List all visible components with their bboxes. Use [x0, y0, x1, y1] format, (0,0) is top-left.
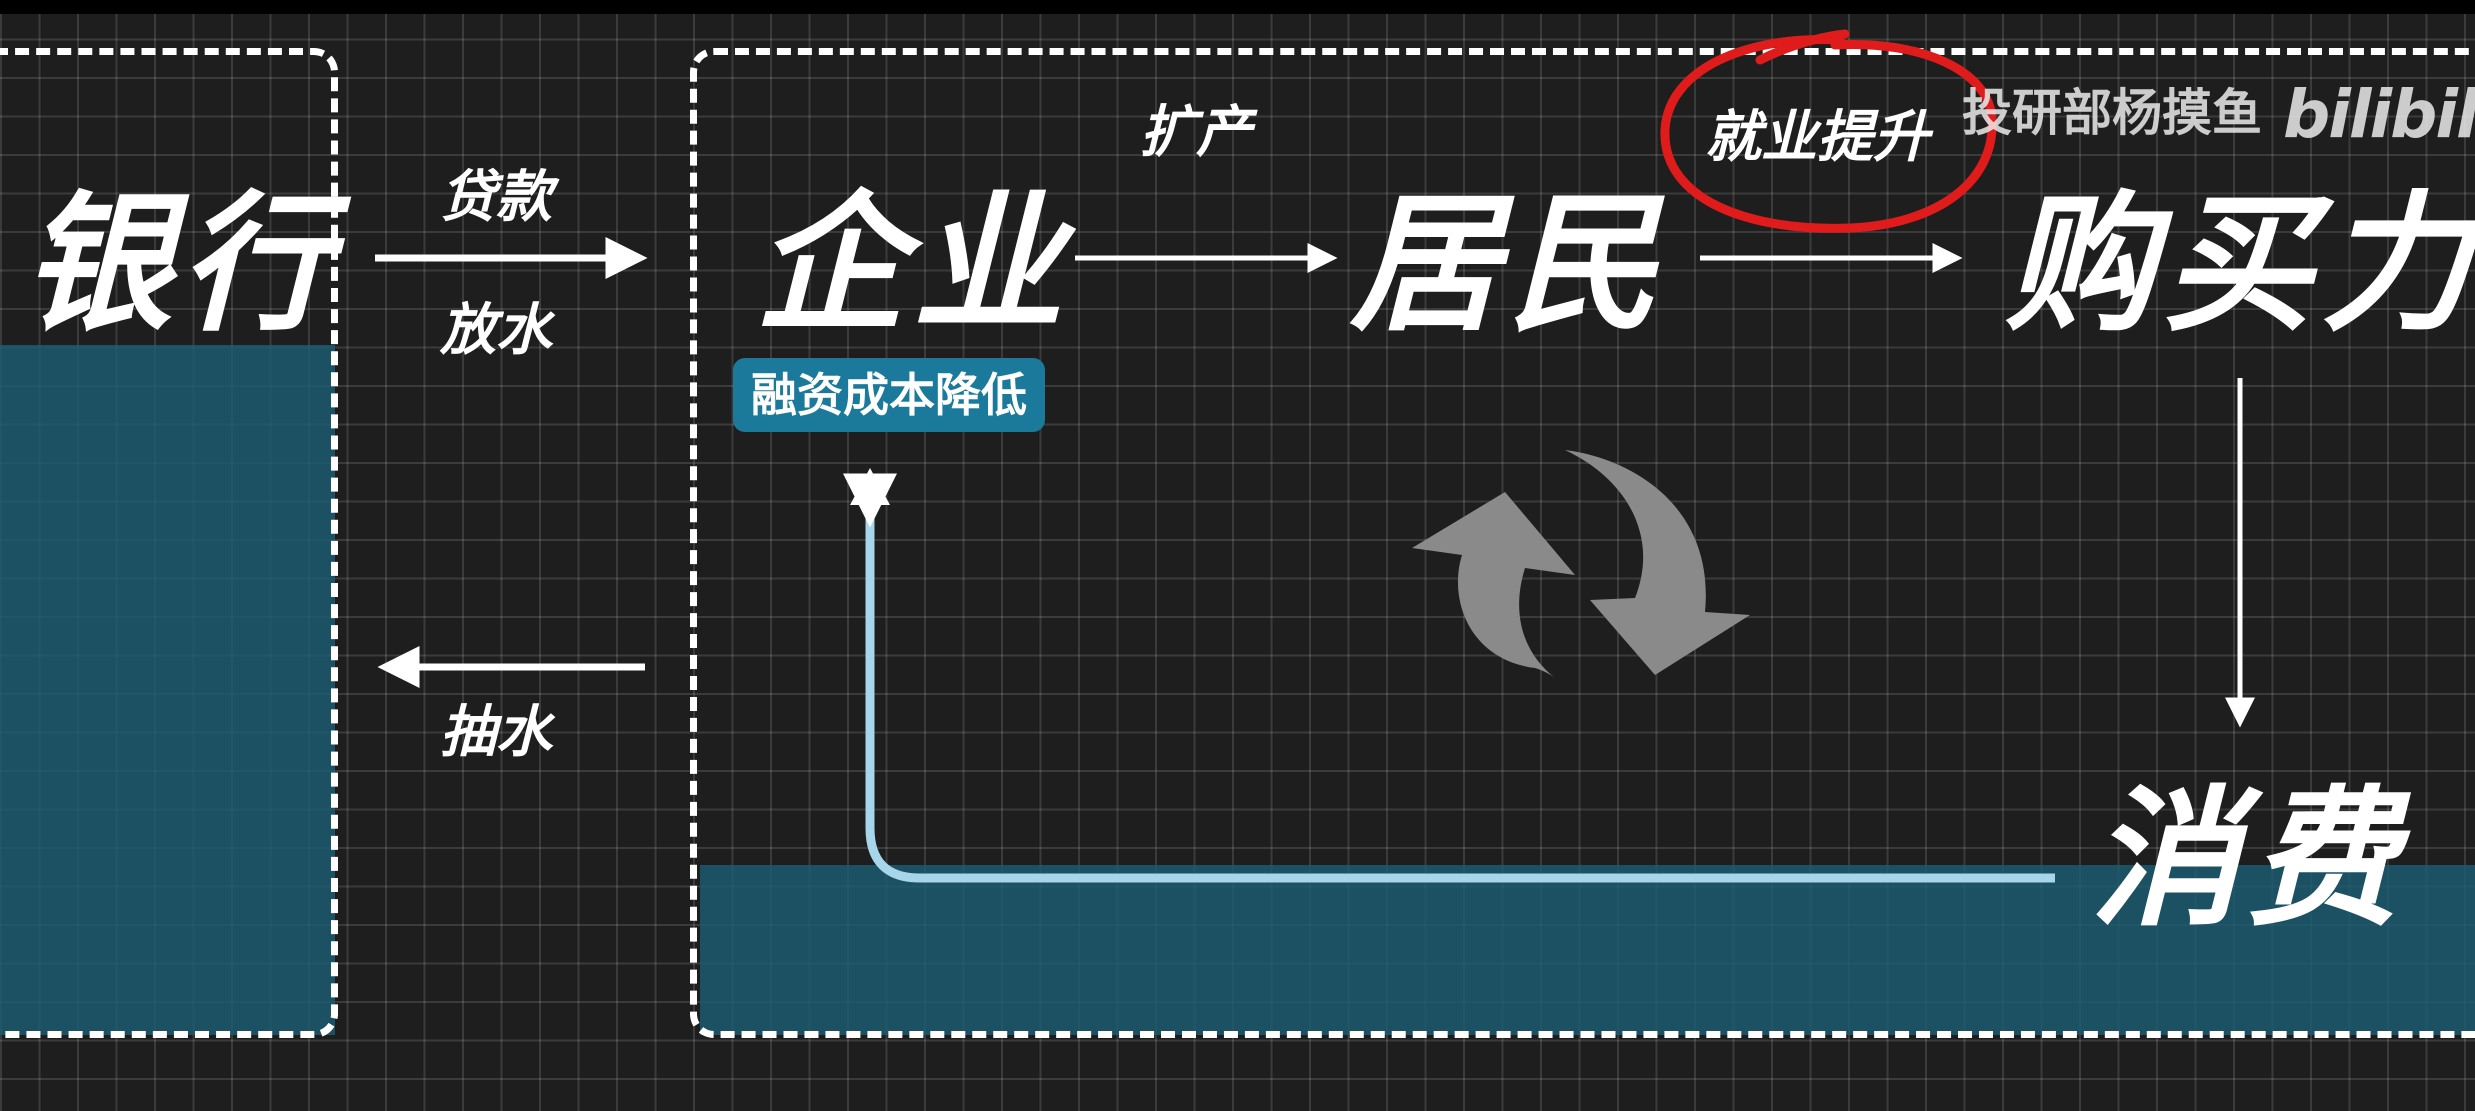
loan-label: 贷款 — [440, 165, 552, 230]
bank-label: 银行 — [22, 178, 339, 352]
economy-container — [690, 48, 2475, 1038]
top-black-band — [0, 0, 2475, 14]
withdraw-water-label: 抽水 — [440, 700, 552, 765]
bank-container — [0, 48, 338, 1038]
financing-cost-badge: 融资成本降低 — [733, 358, 1045, 432]
uploader-watermark: 投研部杨摸鱼 — [1962, 84, 2262, 142]
cycle-icon — [1412, 450, 1750, 678]
employment-increase-label: 就业提升 — [1705, 105, 1929, 170]
economy-water-level — [700, 865, 2475, 1035]
release-water-label: 放水 — [440, 298, 552, 363]
enterprise-label: 企业 — [755, 178, 1072, 352]
bank-water-level — [0, 345, 335, 1035]
consumption-return-line — [865, 490, 2055, 883]
bilibili-logo: bilibili — [2283, 76, 2475, 153]
residents-label: 居民 — [1350, 178, 1667, 352]
purchasing-power-label: 购买力 — [2005, 178, 2475, 352]
highlight-circle — [1660, 29, 1997, 233]
expand-production-label: 扩产 — [1140, 100, 1252, 165]
consumption-label: 消费 — [2090, 773, 2407, 947]
return-arrow-head — [850, 468, 890, 505]
